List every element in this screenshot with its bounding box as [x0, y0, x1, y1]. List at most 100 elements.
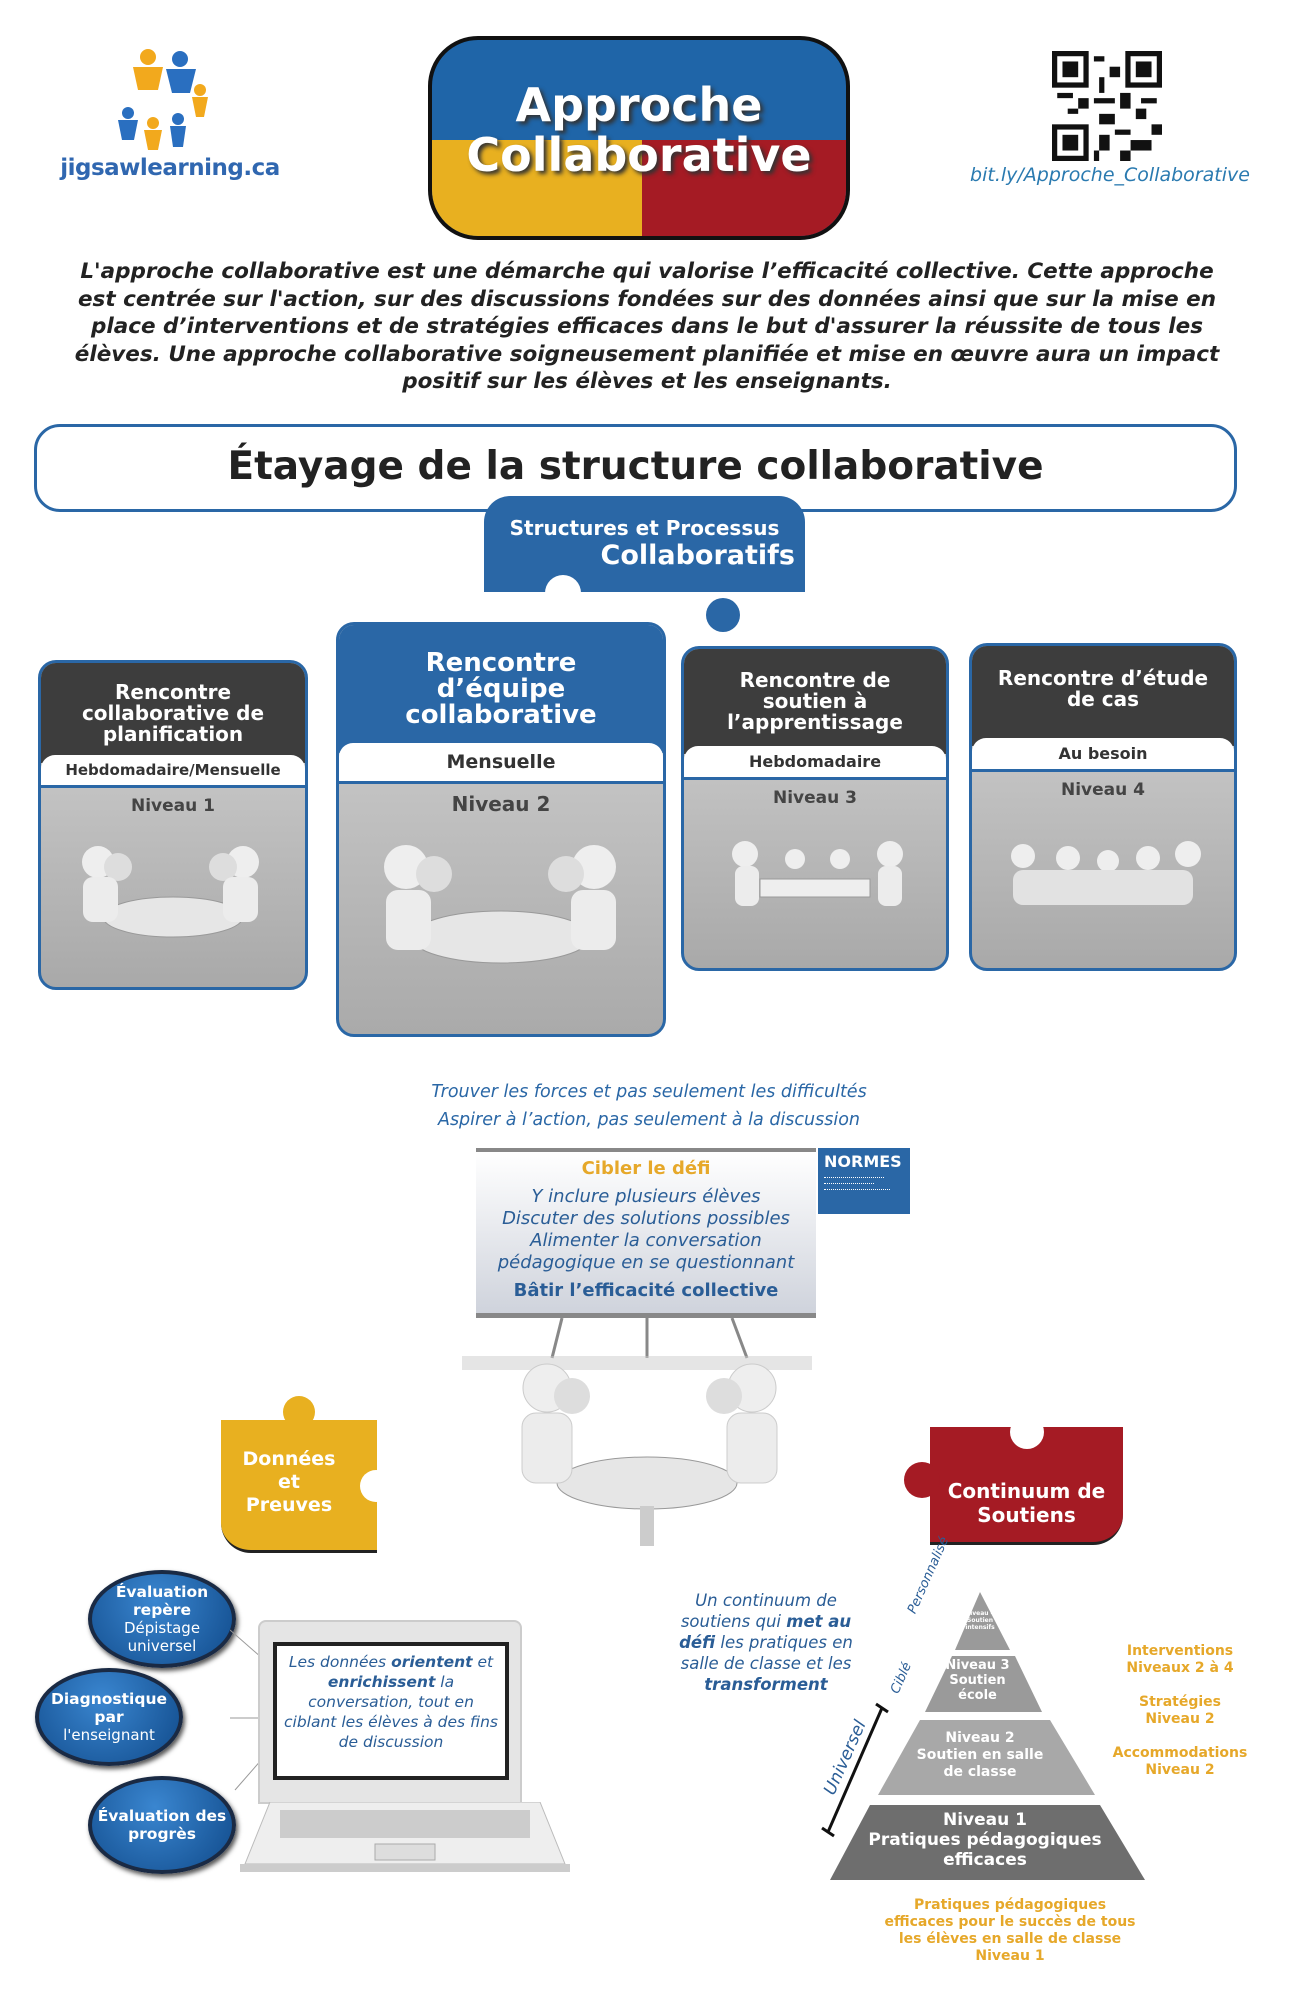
- label-text: Niveau 2: [1145, 1711, 1215, 1727]
- page-title: Approche Collaborative: [432, 80, 846, 180]
- laptop-screen-text: Les données orientent et enrichissent la…: [273, 1642, 509, 1780]
- card-frequency: Hebdomadaire/Mensuelle: [41, 755, 305, 788]
- text: la conversation, tout en ciblant les élè…: [284, 1673, 498, 1751]
- card-title: Rencontre de soutien à l’apprentissage: [684, 649, 946, 754]
- puzzle-red-piece: [642, 140, 846, 236]
- tier-text: Niveau 2: [945, 1730, 1015, 1746]
- principle-1: Trouver les forces et pas seulement les …: [431, 1082, 867, 1102]
- laptop-keyboard-icon: [240, 1802, 570, 1872]
- whiteboard: Cibler le défi Y inclure plusieurs élève…: [476, 1148, 816, 1318]
- assessment-normal: l'enseignant: [63, 1726, 155, 1744]
- card-level: Niveau 3: [773, 788, 857, 808]
- tier-text: intensifs: [965, 1624, 995, 1631]
- text: Les données: [288, 1653, 392, 1671]
- principle-2: Aspirer à l’action, pas seulement à la d…: [437, 1110, 861, 1130]
- bottom-line: Pratiques pédagogiques: [913, 1897, 1107, 1913]
- puzzle-knob: [706, 598, 740, 632]
- donnees-line1: Données: [242, 1448, 336, 1470]
- tier-text: efficaces: [943, 1850, 1027, 1870]
- text-bold: enrichissent: [327, 1673, 436, 1691]
- puzzle-knob: [360, 1470, 392, 1502]
- people-circle-logo-icon: [118, 49, 208, 150]
- board-line: Y inclure plusieurs élèves: [531, 1186, 761, 1207]
- card-frequency: Hebdomadaire: [684, 746, 946, 780]
- meeting-card-2: Rencontre d’équipe collaborative Mensuel…: [336, 622, 666, 1037]
- puzzle-yellow-piece: [432, 140, 642, 236]
- meeting-card-3: Rencontre de soutien à l’apprentissage H…: [681, 646, 949, 971]
- qr-code-icon[interactable]: [1052, 51, 1162, 161]
- card-level: Niveau 4: [1061, 780, 1145, 800]
- bottom-line: Niveau 1: [975, 1948, 1045, 1964]
- tier-text: Pratiques pédagogiques: [868, 1830, 1102, 1850]
- tier-text: Niveau 3: [945, 1658, 1010, 1673]
- meeting-card-4: Rencontre d’étude de cas Au besoin Nivea…: [969, 643, 1237, 971]
- text: les pratiques en salle de classe et les: [680, 1633, 853, 1673]
- puzzle-knob: [904, 1462, 940, 1498]
- continuum-line1: Continuum de: [947, 1479, 1106, 1503]
- tier-text: Soutien: [967, 1617, 993, 1624]
- label-text: Accommodations: [1112, 1745, 1248, 1761]
- tier-text: Soutien: [949, 1673, 1006, 1688]
- meeting-table-icon: [384, 845, 616, 964]
- donnees-line3: Preuves: [245, 1494, 333, 1516]
- title-line-1: Approche: [515, 78, 763, 132]
- logo-text[interactable]: jigsawlearning.ca: [60, 155, 280, 181]
- assessment-progress: Évaluation des progrès: [88, 1776, 236, 1874]
- jigsaw-logo: [88, 45, 258, 155]
- label-text: Stratégies: [1139, 1694, 1221, 1710]
- puzzle-knob: [545, 575, 581, 611]
- text: et: [472, 1653, 494, 1671]
- title-line-2: Collaborative: [466, 128, 812, 182]
- label-text: Interventions: [1126, 1643, 1234, 1659]
- assessment-bold: Diagnostique par: [50, 1690, 167, 1726]
- text-bold: transforment: [704, 1675, 828, 1694]
- continuum-line2: Soutiens: [977, 1503, 1076, 1527]
- bottom-line: efficaces pour le succès de tous: [884, 1914, 1136, 1930]
- intro-paragraph: L'approche collaborative est une démarch…: [74, 259, 1220, 394]
- discussion-circle-icon: [1011, 841, 1201, 905]
- structures-tab: Structures et Processus Collaboratifs: [484, 496, 805, 592]
- qr-link[interactable]: bit.ly/Approche_Collaborative: [970, 164, 1250, 186]
- assessment-normal: Dépistage universel: [123, 1619, 201, 1655]
- assessment-bold: Évaluation repère: [115, 1583, 209, 1619]
- continuum-text: Un continuum de soutiens qui met au défi…: [668, 1590, 864, 1695]
- title-puzzle: Approche Collaborative: [428, 36, 850, 240]
- tier-text: Niveau 1: [943, 1810, 1027, 1830]
- puzzle-knob: [1010, 1415, 1044, 1449]
- board-line: pédagogique en se questionnant: [497, 1252, 795, 1273]
- tier-text: école: [958, 1688, 997, 1703]
- normes-title: NORMES: [824, 1152, 902, 1171]
- section-heading: Étayage de la structure collaborative: [34, 424, 1237, 512]
- laptop: Les données orientent et enrichissent la…: [258, 1620, 522, 1804]
- card-level: Niveau 2: [451, 792, 551, 816]
- card-title: Rencontre collaborative de planification: [41, 663, 305, 763]
- tier-text: Niveau 4: [965, 1610, 995, 1617]
- board-line: Alimenter la conversation: [530, 1230, 762, 1251]
- board-footer: Bâtir l’efficacité collective: [513, 1280, 779, 1301]
- meeting-table-icon: [732, 841, 903, 906]
- pyramid-bottom-text: Pratiques pédagogiques efficaces pour le…: [870, 1897, 1150, 1965]
- donnees-line2: et: [278, 1471, 300, 1493]
- card-title: Rencontre d’équipe collaborative: [339, 625, 663, 753]
- assessment-bold: Évaluation des progrès: [97, 1807, 227, 1843]
- card-title: Rencontre d’étude de cas: [972, 646, 1234, 746]
- structures-tab-line1: Structures et Processus: [509, 516, 780, 540]
- tier-text: de classe: [943, 1764, 1017, 1780]
- card-level: Niveau 1: [131, 796, 215, 816]
- board-line: Discuter des solutions possibles: [502, 1208, 790, 1229]
- support-pyramid: [821, 1592, 1145, 1880]
- card-frequency: Mensuelle: [339, 743, 663, 784]
- meeting-table-icon: [82, 846, 259, 938]
- label-text: Niveau 2: [1145, 1762, 1215, 1778]
- bottom-line: les élèves en salle de classe: [898, 1931, 1122, 1947]
- board-title: Cibler le défi: [581, 1158, 711, 1179]
- donnees-puzzle: Données et Preuves: [221, 1420, 377, 1553]
